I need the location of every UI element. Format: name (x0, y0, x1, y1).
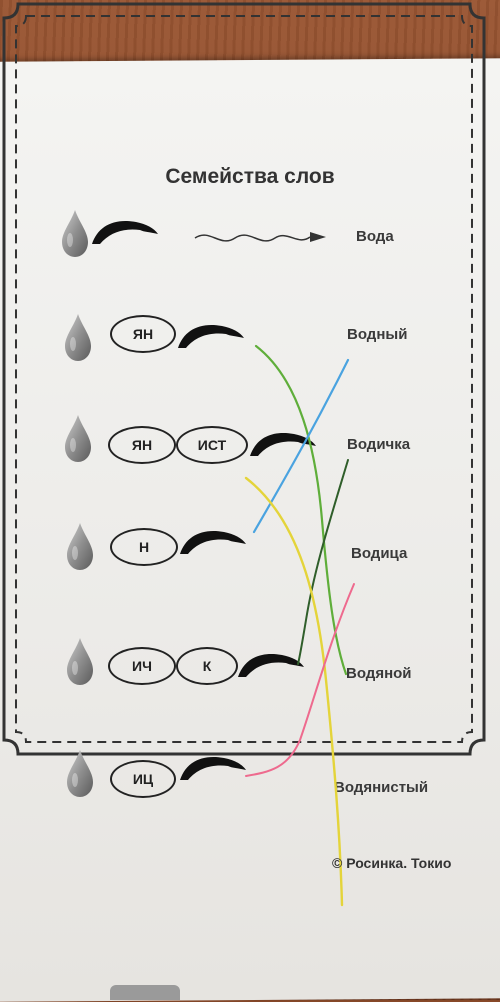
copyright-text: © Росинка. Токио (332, 855, 452, 871)
dark-green-match-line (297, 459, 349, 665)
blue-match-line (252, 358, 350, 534)
morpheme-yan: ЯН (110, 315, 176, 353)
word-vodyanistyy: Водянистый (334, 779, 429, 796)
morpheme-its: ИЦ (110, 760, 176, 798)
dashed-frame (2, 2, 486, 756)
word-vodnyy: Водный (347, 326, 408, 343)
green-match-line (254, 344, 348, 676)
word-vodyanoy: Водяной (346, 665, 412, 682)
worksheet-title: Семейства слов (165, 165, 335, 188)
wavy-arrow-icon (194, 234, 311, 242)
yellow-match-line (244, 476, 344, 907)
morpheme-ist: ИСТ (176, 426, 248, 464)
morpheme-ich: ИЧ (108, 647, 176, 685)
morpheme-n: Н (110, 528, 178, 566)
morpheme-yan: ЯН (108, 426, 176, 464)
morpheme-k: К (176, 647, 238, 685)
arrow-head-icon (310, 232, 326, 242)
pink-match-line (245, 583, 355, 777)
word-voditsa: Водица (351, 545, 408, 562)
word-vodichka: Водичка (347, 436, 411, 453)
word-voda: Вода (356, 228, 394, 245)
paper-clip (110, 985, 180, 1000)
